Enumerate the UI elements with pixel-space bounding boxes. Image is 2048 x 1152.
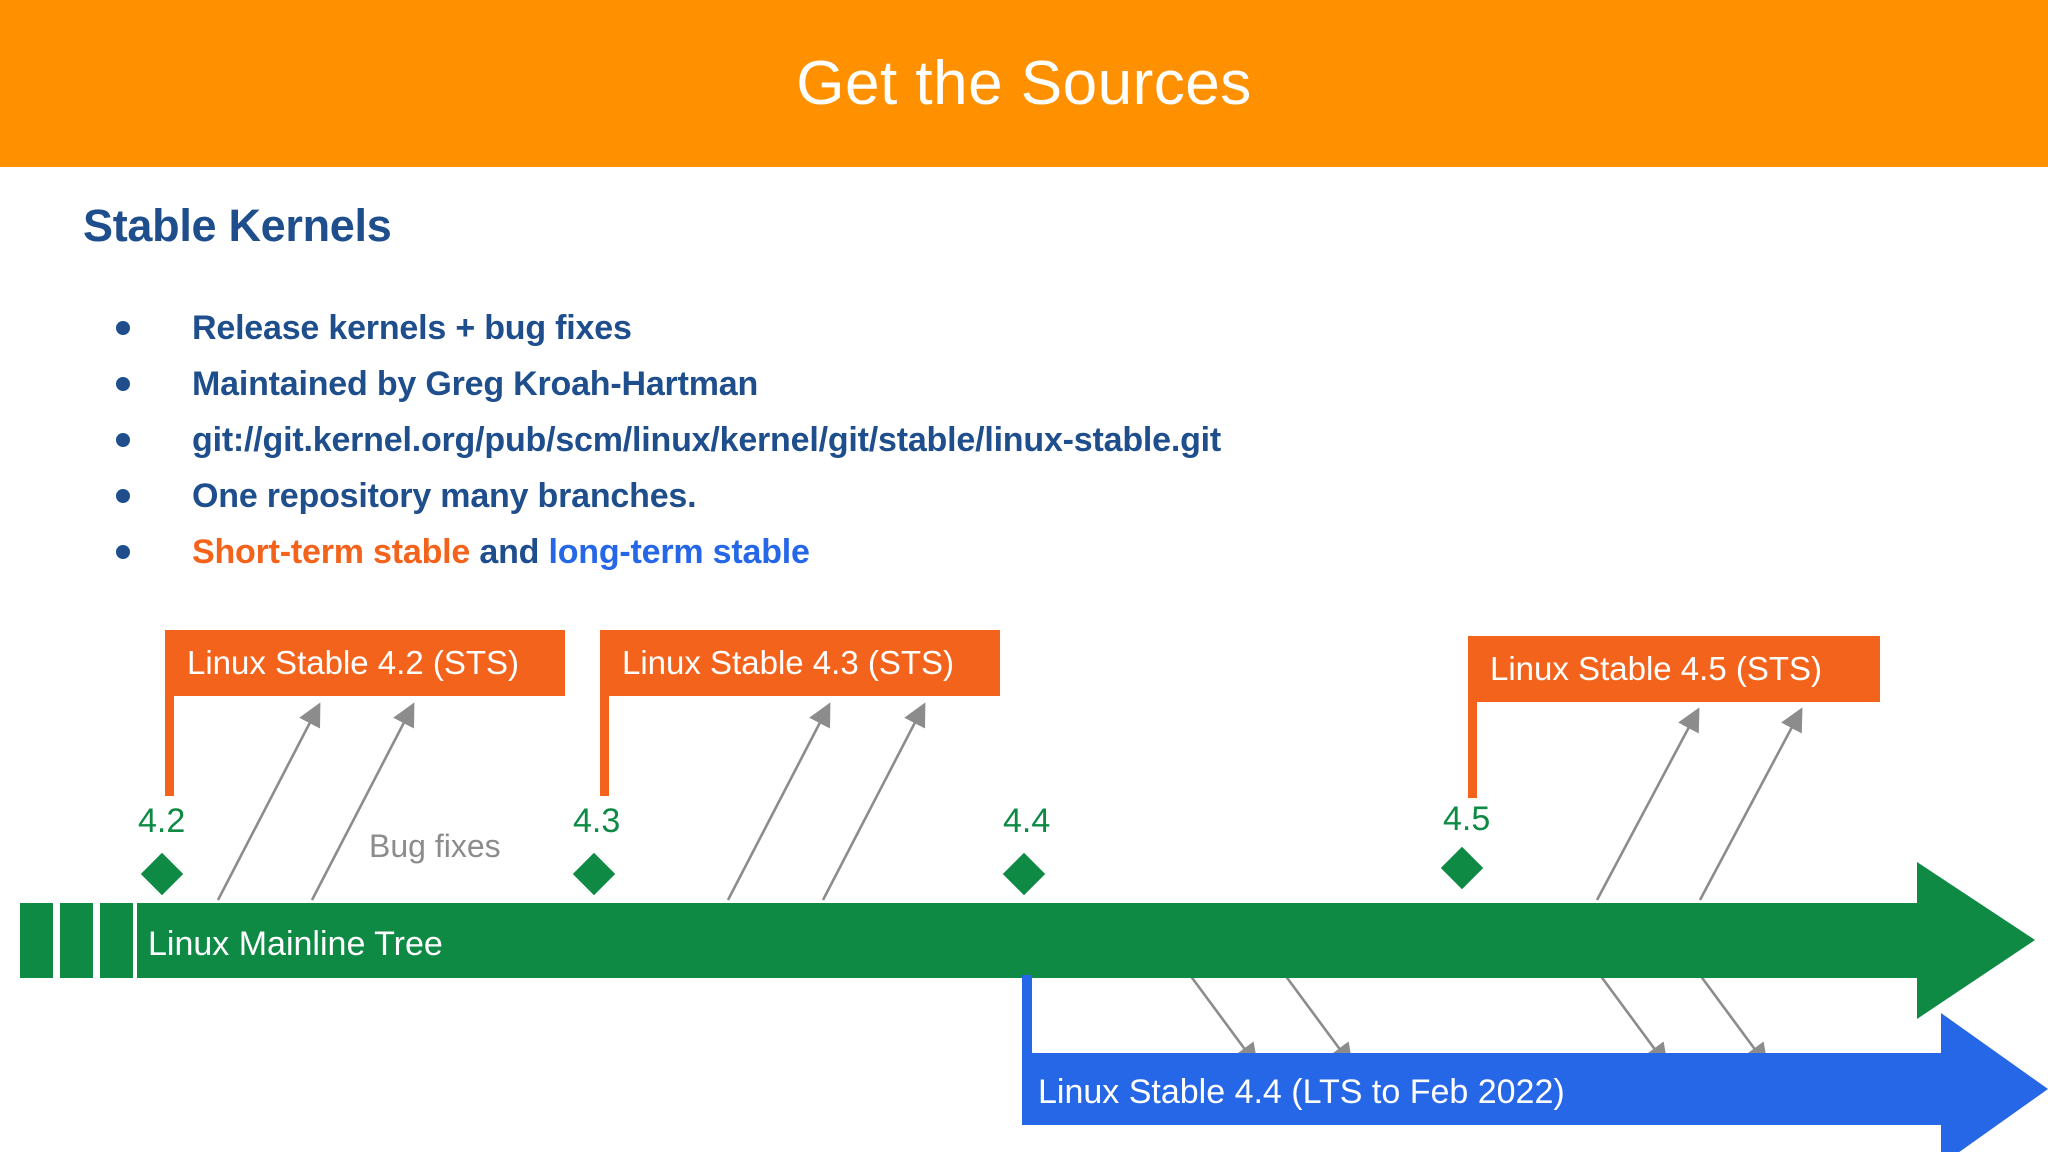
sts-box-4-5[interactable]: Linux Stable 4.5 (STS) bbox=[1468, 636, 1880, 702]
list-item: Release kernels + bug fixes bbox=[108, 300, 1608, 356]
release-marker-4-4 bbox=[1002, 852, 1046, 896]
list-item-git-url: git://git.kernel.org/pub/scm/linux/kerne… bbox=[192, 420, 1222, 459]
bullet-list: Release kernels + bug fixes Maintained b… bbox=[108, 300, 1608, 580]
bullet-dot-icon bbox=[116, 545, 130, 559]
list-item-label: Release kernels + bug fixes bbox=[192, 308, 632, 347]
short-term-stable-text: Short-term stable bbox=[192, 532, 471, 571]
lts-bar-label: Linux Stable 4.4 (LTS to Feb 2022) bbox=[1038, 1073, 1565, 1111]
sts-box-label: Linux Stable 4.3 (STS) bbox=[622, 644, 954, 681]
version-label-4-5: 4.5 bbox=[1443, 800, 1491, 838]
list-item: git://git.kernel.org/pub/scm/linux/kerne… bbox=[108, 412, 1608, 468]
section-heading: Stable Kernels bbox=[83, 200, 392, 251]
version-label-4-2: 4.2 bbox=[138, 802, 186, 840]
release-marker-4-5 bbox=[1440, 846, 1484, 890]
release-marker-4-2 bbox=[140, 852, 184, 896]
mainline-segment-1 bbox=[20, 903, 53, 978]
long-term-stable-text: long-term stable bbox=[548, 532, 810, 571]
list-item: One repository many branches. bbox=[108, 468, 1608, 524]
bullet-dot-icon bbox=[116, 321, 130, 335]
bullet-dot-icon bbox=[116, 489, 130, 503]
lts-bar[interactable] bbox=[1022, 1053, 1941, 1125]
list-item-label: One repository many branches. bbox=[192, 476, 697, 515]
release-marker-4-3 bbox=[572, 852, 616, 896]
sts-box-4-3[interactable]: Linux Stable 4.3 (STS) bbox=[600, 630, 1000, 696]
bug-fixes-label: Bug fixes bbox=[369, 828, 501, 864]
sts-stem-4-3 bbox=[600, 696, 609, 796]
connector-text: and bbox=[470, 532, 549, 571]
lts-branch-stem bbox=[1022, 975, 1032, 1065]
bullet-dot-icon bbox=[116, 377, 130, 391]
sts-stem-4-5 bbox=[1468, 702, 1477, 798]
mainline-tree-bar[interactable] bbox=[137, 903, 1917, 978]
mainline-tree-label: Linux Mainline Tree bbox=[148, 925, 443, 963]
sts-stem-4-2 bbox=[165, 696, 174, 796]
sts-box-label: Linux Stable 4.2 (STS) bbox=[187, 644, 519, 681]
sts-box-label: Linux Stable 4.5 (STS) bbox=[1490, 650, 1822, 687]
version-label-4-3: 4.3 bbox=[573, 802, 621, 840]
list-item-label: Short-term stable and long-term stable bbox=[192, 533, 810, 572]
bullet-dot-icon bbox=[116, 433, 130, 447]
sts-box-4-2[interactable]: Linux Stable 4.2 (STS) bbox=[165, 630, 565, 696]
list-item-stable-types: Short-term stable and long-term stable bbox=[108, 524, 1608, 580]
page-title: Get the Sources bbox=[796, 49, 1252, 118]
list-item-label: Maintained by Greg Kroah-Hartman bbox=[192, 364, 759, 403]
header-banner: Get the Sources bbox=[0, 0, 2048, 167]
list-item: Maintained by Greg Kroah-Hartman bbox=[108, 356, 1608, 412]
mainline-segment-3 bbox=[100, 903, 133, 978]
mainline-segment-2 bbox=[60, 903, 93, 978]
version-label-4-4: 4.4 bbox=[1003, 802, 1051, 840]
